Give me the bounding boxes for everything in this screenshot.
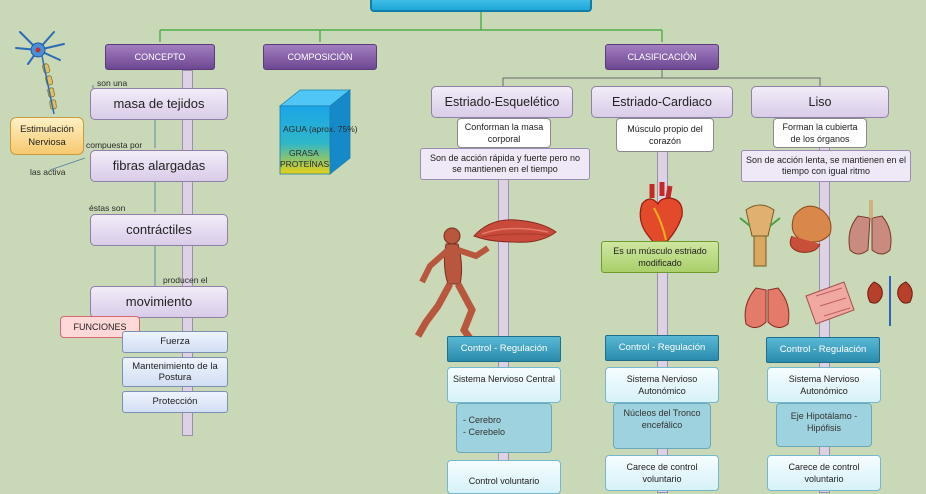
link-las-activa: las activa: [30, 167, 66, 177]
lungs-icon-top: [848, 200, 892, 255]
sistema-esqueletico: Sistema Nervioso Central: [447, 367, 561, 403]
sub-item-cerebelo: - Cerebelo: [463, 427, 506, 437]
sistema-liso: Sistema Nervioso Autonómico: [767, 367, 881, 403]
title-estriado-esqueletico: Estriado-Esquelético: [431, 86, 573, 118]
muscle-icon: [473, 219, 557, 243]
composicion-cube: [278, 89, 352, 175]
funcion-proteccion: Protección: [122, 391, 228, 413]
node-movimiento: movimiento: [90, 286, 228, 318]
link-producen-el: producen el: [163, 275, 208, 285]
voluntario-cardiaco: Carece de control voluntario: [605, 455, 719, 491]
desc-liso: Forman la cubierta de los órganos: [773, 118, 867, 148]
sub-esqueletico: - Cerebro - Cerebelo: [456, 403, 552, 453]
concepto-spine: [182, 70, 193, 436]
desc-estriado-cardiaco: Músculo propio del corazón: [616, 118, 714, 152]
nucleos-cardiaco: Núcleos del Tronco encefálico: [613, 403, 711, 449]
desc-estriado-esqueletico: Conforman la masa corporal: [457, 118, 551, 148]
control-liso: Control - Regulación: [766, 337, 880, 363]
voluntario-esqueletico: Control voluntario: [447, 460, 561, 494]
detail-estriado-esqueletico: Son de acción rápida y fuerte pero no se…: [420, 148, 590, 180]
composicion-agua: AGUA (aprox. 75%): [283, 124, 358, 134]
lungs-icon-bottom: [744, 287, 790, 328]
bladder-icon: [739, 204, 781, 267]
organs-icon: [739, 200, 913, 328]
sistema-cardiaco: Sistema Nervioso Autonómico: [605, 367, 719, 403]
voluntario-liso: Carece de control voluntario: [767, 455, 881, 491]
heart-icon: [639, 182, 683, 247]
header-concepto: CONCEPTO: [105, 44, 215, 70]
title-estriado-cardiaco: Estriado-Cardiaco: [591, 86, 733, 118]
sub-item-cerebro: - Cerebro: [463, 415, 502, 425]
eje-liso: Eje Hipotálamo - Hipófisis: [776, 403, 872, 447]
funcion-fuerza: Fuerza: [122, 331, 228, 353]
control-esqueletico: Control - Regulación: [447, 336, 561, 362]
neuron-icon: [15, 31, 65, 115]
funciones-label: FUNCIONES: [60, 316, 140, 338]
composicion-grasa: GRASA: [289, 148, 319, 158]
title-liso: Liso: [751, 86, 889, 118]
stomach-icon: [789, 205, 832, 253]
running-anatomy-icon: [414, 227, 490, 347]
funcion-postura: Mantenimiento de la Postura: [122, 357, 228, 387]
link-compuesta-por: compuesta por: [86, 140, 143, 150]
node-masa-de-tejidos: masa de tejidos: [90, 88, 228, 120]
control-cardiaco: Control - Regulación: [605, 335, 719, 361]
note-estriado-cardiaco: Es un músculo estriado modificado: [601, 241, 719, 273]
top-title-box: [370, 0, 592, 12]
link-estas-son: éstas son: [89, 203, 126, 213]
estimulacion-nerviosa-box: Estimulación Nerviosa: [10, 117, 84, 155]
header-composicion: COMPOSICIÓN: [263, 44, 377, 70]
kidneys-icon: [867, 276, 913, 326]
tissue-icon: [805, 281, 855, 325]
node-contractiles: contráctiles: [90, 214, 228, 246]
detail-liso: Son de acción lenta, se mantienen en el …: [741, 150, 911, 182]
header-clasificacion: CLASIFICACIÓN: [605, 44, 719, 70]
link-son-una: son una: [97, 78, 128, 88]
composicion-proteinas: PROTEÍNAS: [280, 159, 330, 169]
node-fibras-alargadas: fibras alargadas: [90, 150, 228, 182]
